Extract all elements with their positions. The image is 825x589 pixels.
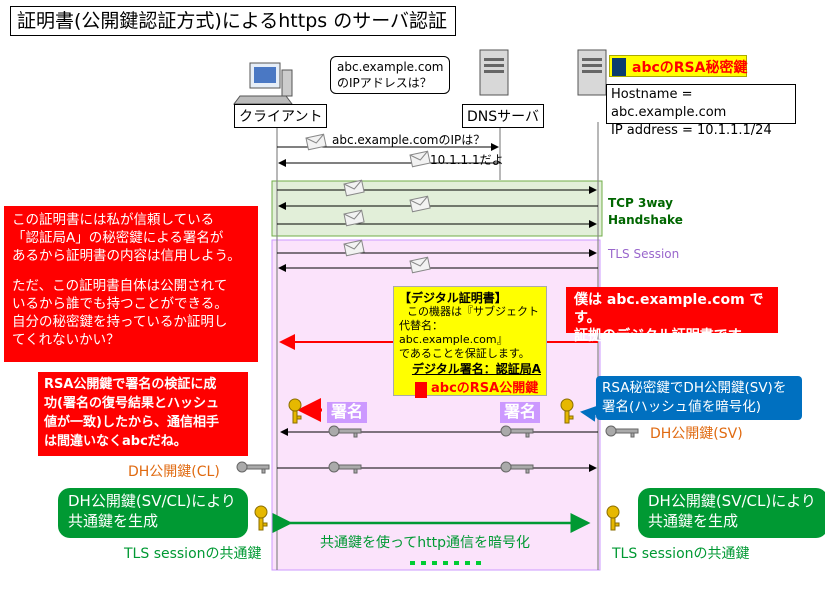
certificate-key-row: abcのRSA公開鍵 [399,380,541,400]
bubble-line-1: abc.example.com [337,60,444,74]
server-claim-box: 僕は abc.example.com です。 証拠のデジタル証明書です。 [566,287,778,344]
signature-tag-server: 署名 [500,402,540,423]
bubble-line-2: のIPアドレスは？ [337,76,432,90]
continuation-dots [410,561,481,565]
encrypt-message: 共通鍵を使ってhttp通信を暗号化 [320,535,531,551]
thought-line-3: あるから証明書の内容は信用しよう。 [12,248,241,264]
claim-line-1: 僕は abc.example.com です。 [574,292,764,326]
server-ip: IP address = 10.1.1.1/24 [611,123,772,138]
server-shared-key-note: DH公開鍵(SV/CL)により 共通鍵を生成 [638,488,825,538]
client-label: クライアント [234,104,328,128]
certificate-line-3: であることを保証します。 [399,347,530,360]
key-icon [612,58,626,76]
certificate-key-label: abcのRSA公開鍵 [431,381,539,396]
thought-line-5: ただ、この証明書自体は公開されて [12,278,228,294]
sign-note-box: RSA秘密鍵でDH公開鍵(SV)を 署名(ハッシュ値を暗号化) [596,376,802,420]
thought-line-7: 自分の秘密鍵を持っているか証明し [12,314,228,330]
certificate-line-2: 代替名：abc.example.com』 [399,319,508,346]
server-info-box: Hostname = abc.example.com IP address = … [606,84,796,138]
client-computer-icon [233,62,293,105]
dh-cl-label: DH公開鍵(CL) [128,464,220,480]
thought-line-1: この証明書には私が信頼している [12,212,215,228]
tcp-handshake-label: TCP 3way Handshake [608,195,683,229]
certificate-line-1: この機器は『サブジェクト [407,305,539,318]
gold-key-icon [254,398,620,531]
claim-line-2: 証拠のデジタル証明書です。 [574,328,755,344]
dns-server-icon [479,49,509,96]
server-gen-line-1: DH公開鍵(SV/CL)により [648,492,816,510]
web-server-icon [577,49,607,96]
tls-session-label: TLS Session [608,247,680,261]
thought-line-8: てくれないかい？ [12,332,120,348]
client-thought-box: この証明書には私が信頼している 「認証局A」の秘密鍵による署名が あるから証明書… [4,206,258,362]
sign-line-1: RSA秘密鍵でDH公開鍵(SV)を [602,380,787,396]
thought-line-6: いるから誰でも持つことができる。 [12,296,228,312]
verify-line-3: 値が一致)したから、通信相手 [44,415,219,430]
dns-reply-message: 10.1.1.1だよ [430,153,504,167]
verify-line-1: RSA公開鍵で署名の検証に成 [44,377,217,392]
tcp-handshake-region [271,180,603,237]
key-icon [415,382,427,398]
verify-note-box: RSA公開鍵で署名の検証に成 功(署名の復号結果とハッシュ 値が一致)したから、… [38,372,248,456]
page-title: 証明書(公開鍵認証方式)によるhttps のサーバ認証 [10,6,456,36]
verify-line-2: 功(署名の復号結果とハッシュ [44,396,219,411]
certificate-signature: デジタル署名：認証局A [411,362,541,376]
envelope-icon [305,133,431,274]
server-hostname: Hostname = abc.example.com [611,87,727,120]
client-shared-key-label: TLS sessionの共通鍵 [124,546,262,562]
signature-tag-client: 署名 [327,402,367,423]
thought-line-2: 「認証局A」の秘密鍵による署名が [12,230,224,246]
sign-line-2: 署名(ハッシュ値を暗号化) [602,399,762,415]
server-gen-line-2: 共通鍵を生成 [648,512,739,530]
server-private-key-label: abcのRSA秘密鍵 [632,60,748,76]
client-shared-key-note: DH公開鍵(SV/CL)により 共通鍵を生成 [58,488,248,538]
server-private-key-box: abcのRSA秘密鍵 [609,55,747,77]
dns-label: DNSサーバ [462,104,544,128]
tcp-label-line-2: Handshake [608,213,683,227]
server-shared-key-label: TLS sessionの共通鍵 [612,546,750,562]
gray-key-icon [236,425,639,474]
dh-sv-label: DH公開鍵(SV) [650,426,743,442]
thought-line-4 [12,265,250,277]
client-gen-line-2: 共通鍵を生成 [68,512,159,530]
client-gen-line-1: DH公開鍵(SV/CL)により [68,492,236,510]
certificate-heading: 【デジタル証明書】 [399,291,507,305]
dns-query-bubble: abc.example.com のIPアドレスは？ [330,56,450,94]
dns-query-message: abc.example.comのIPは？ [332,133,486,147]
verify-line-4: は間違いなくabcだね。 [44,434,187,449]
tcp-label-line-1: TCP 3way [608,196,673,210]
digital-certificate: 【デジタル証明書】 この機器は『サブジェクト 代替名：abc.example.c… [393,286,547,398]
